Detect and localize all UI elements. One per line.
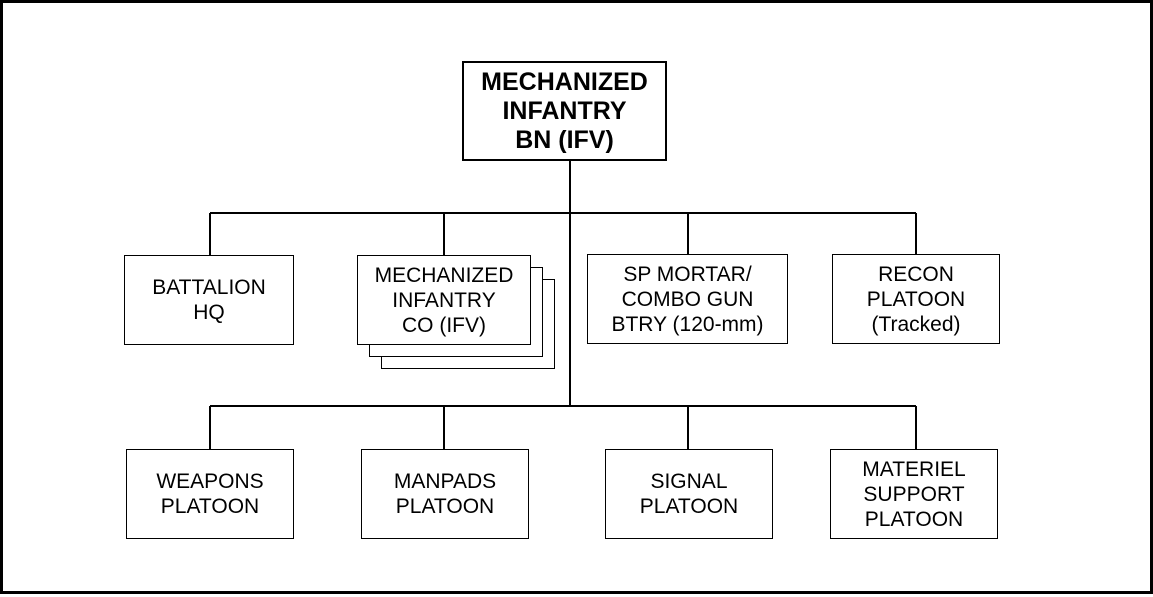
- node-line: BN (IFV): [515, 125, 614, 154]
- node-mechanized-infantry-co: MECHANIZED INFANTRY CO (IFV): [357, 255, 531, 345]
- node-line: CO (IFV): [402, 313, 486, 337]
- node-line: (Tracked): [871, 312, 961, 336]
- node-battalion-hq: BATTALION HQ: [124, 255, 294, 345]
- node-line: PLATOON: [866, 287, 966, 311]
- node-weapons-platoon: WEAPONS PLATOON: [126, 449, 294, 539]
- node-line: MECHANIZED: [374, 263, 514, 287]
- node-line: SIGNAL: [650, 470, 728, 493]
- node-line: MATERIEL: [862, 457, 966, 481]
- node-line: BTRY (120-mm): [611, 312, 764, 336]
- node-line: SP MORTAR/: [623, 262, 752, 286]
- node-manpads-platoon: MANPADS PLATOON: [361, 449, 529, 539]
- node-line: PLATOON: [395, 495, 495, 518]
- node-line: RECON: [878, 262, 954, 286]
- node-line: WEAPONS: [156, 470, 264, 493]
- node-materiel-support-platoon: MATERIEL SUPPORT PLATOON: [830, 449, 998, 539]
- connector-lines: [209, 160, 917, 449]
- node-recon-platoon: RECON PLATOON (Tracked): [832, 254, 1000, 344]
- node-line: HQ: [193, 301, 225, 324]
- node-line: INFANTRY: [502, 96, 627, 125]
- node-sp-mortar-btry: SP MORTAR/ COMBO GUN BTRY (120-mm): [587, 254, 788, 344]
- node-mechanized-infantry-bn: MECHANIZED INFANTRY BN (IFV): [462, 61, 667, 161]
- node-signal-platoon: SIGNAL PLATOON: [605, 449, 773, 539]
- node-line: MANPADS: [393, 470, 497, 493]
- node-line: SUPPORT: [863, 482, 965, 506]
- node-line: PLATOON: [639, 495, 739, 518]
- node-line: PLATOON: [864, 507, 964, 531]
- node-line: COMBO GUN: [621, 287, 754, 311]
- node-line: INFANTRY: [392, 288, 496, 312]
- node-line: PLATOON: [160, 495, 260, 518]
- node-line: BATTALION: [152, 276, 266, 299]
- node-line: MECHANIZED: [481, 67, 648, 96]
